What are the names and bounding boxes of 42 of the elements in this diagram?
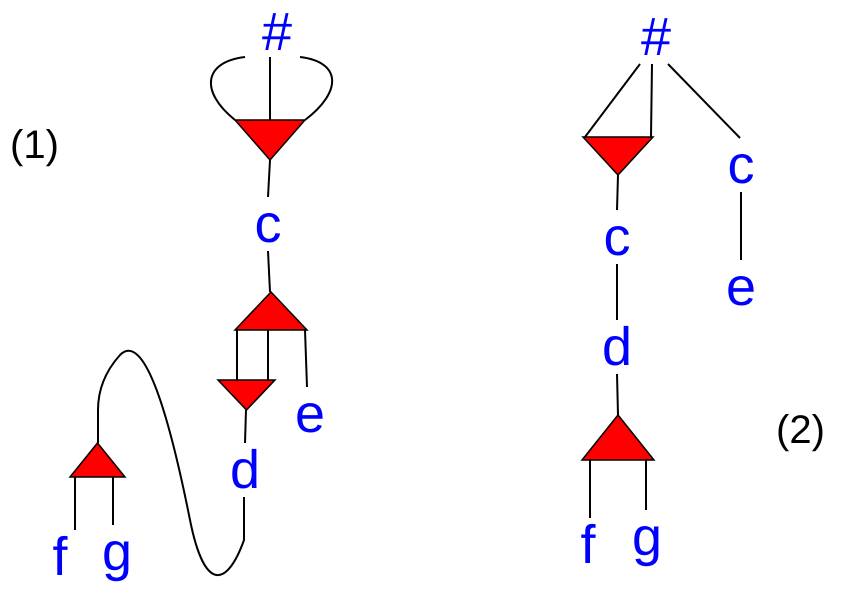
connector-line: [300, 56, 334, 121]
node-letter: e: [290, 387, 330, 441]
node-letter: d: [225, 443, 265, 497]
connector-line: [112, 477, 114, 525]
connector-line: [584, 63, 641, 138]
panel-number: (1): [10, 125, 59, 165]
down-triangle-symbol: [583, 137, 653, 175]
connector-line: [616, 264, 618, 320]
down-triangle-symbol: [218, 380, 275, 410]
node-letter: e: [721, 260, 761, 314]
up-triangle-symbol: [70, 443, 125, 477]
node-letter: f: [40, 530, 80, 584]
connector-line: [244, 410, 247, 444]
connector-line: [269, 57, 271, 120]
node-letter: #: [636, 10, 676, 64]
node-letter: d: [597, 320, 637, 374]
node-letter: #: [257, 5, 297, 59]
connector-line: [616, 374, 619, 416]
connector-line: [667, 63, 741, 139]
panel-number: (2): [776, 410, 825, 450]
connector-line: [97, 350, 245, 576]
connector-line: [74, 477, 76, 530]
connector-line: [267, 160, 271, 198]
node-letter: g: [97, 525, 137, 579]
node-letter: c: [721, 138, 761, 192]
node-letter: c: [597, 210, 637, 264]
connector-line: [740, 192, 742, 260]
node-letter: c: [248, 197, 288, 251]
up-triangle-symbol: [235, 292, 307, 330]
connector-line: [650, 64, 653, 138]
connector-line: [304, 330, 308, 388]
connector-line: [589, 460, 591, 518]
down-triangle-symbol: [235, 120, 305, 160]
up-triangle-symbol: [582, 415, 654, 460]
node-letter: f: [568, 518, 608, 572]
connector-line: [616, 174, 619, 210]
connector-line: [267, 330, 269, 380]
connector-line: [645, 460, 647, 510]
connector-line: [267, 250, 271, 292]
connector-line: [210, 56, 246, 121]
node-letter: g: [627, 510, 667, 564]
connector-line: [236, 330, 238, 380]
